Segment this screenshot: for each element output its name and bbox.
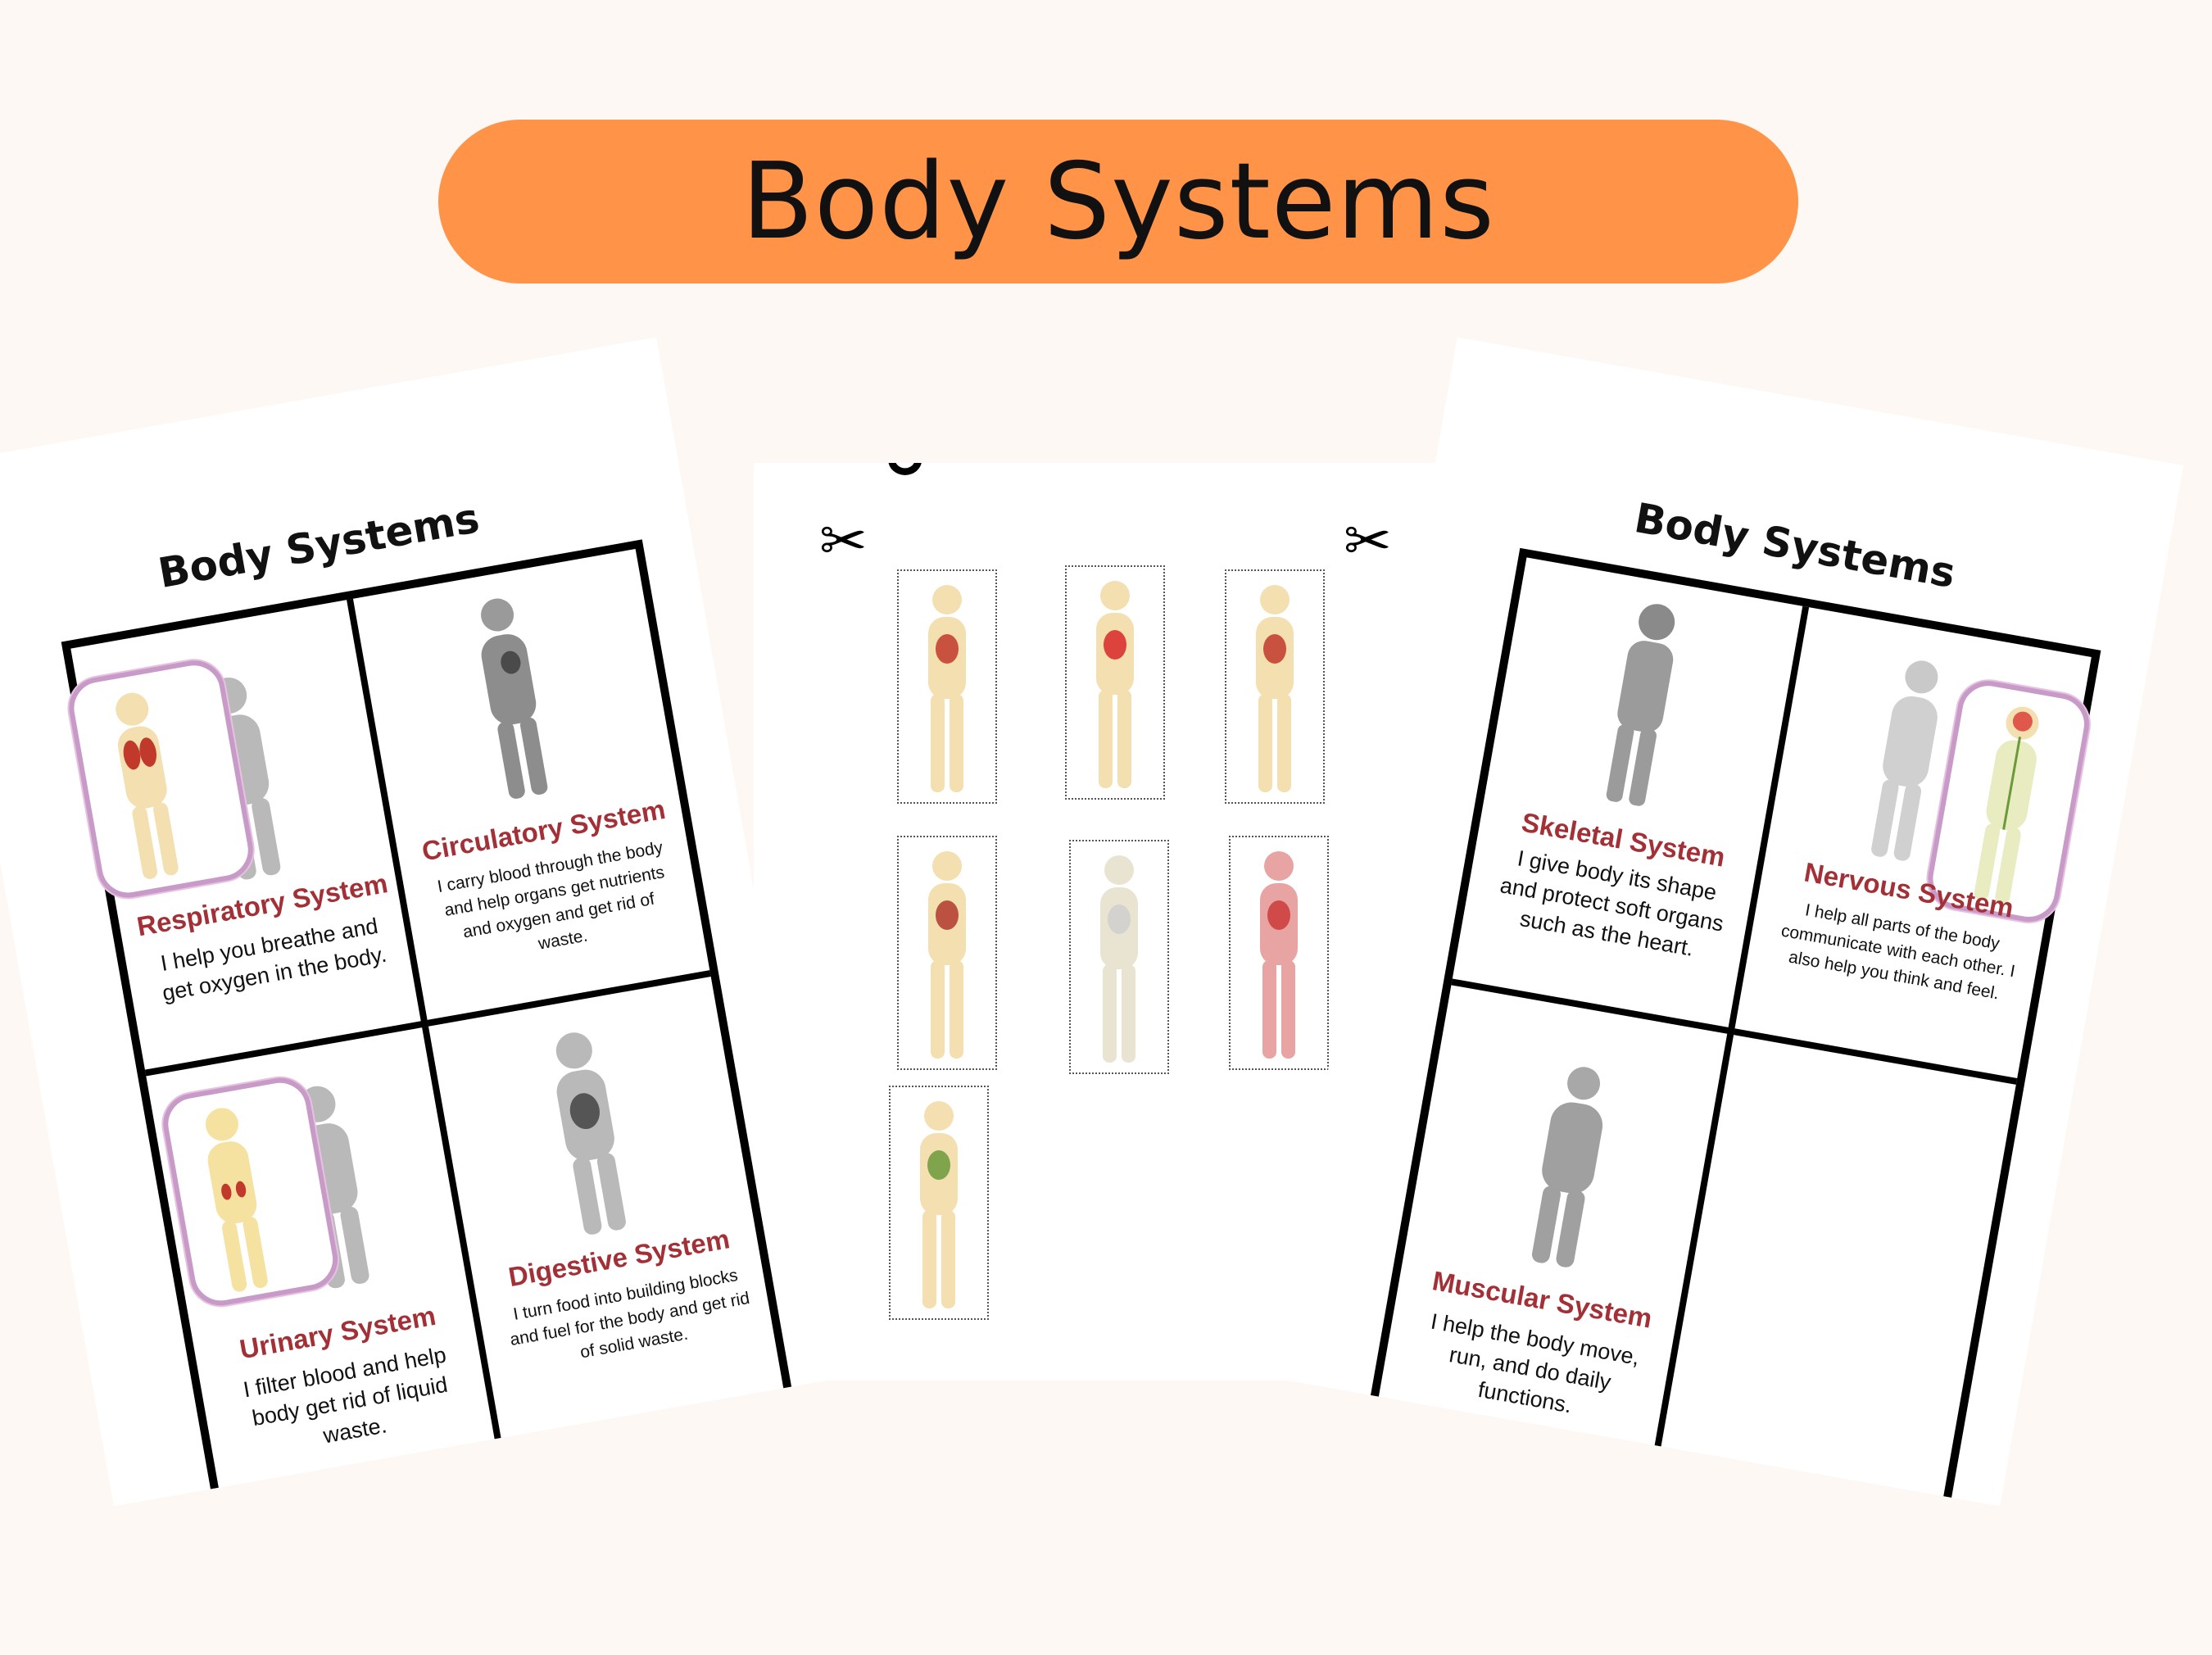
scissors-icon: ✂ xyxy=(1344,509,1392,573)
muscular-figure-icon xyxy=(1260,851,1298,1059)
urinary-body-icon xyxy=(205,1108,268,1292)
respiratory-cutout-card[interactable] xyxy=(897,569,997,804)
digestive-cutout-card[interactable] xyxy=(897,836,997,1070)
large-scissors-icon: ✂ xyxy=(881,463,1031,528)
gray-body-icon xyxy=(1871,660,1938,861)
circulatory-figure-icon xyxy=(1096,581,1134,788)
digestive-figure-icon xyxy=(928,851,966,1059)
skeletal-body-icon xyxy=(1606,604,1675,806)
urinary-highlight-card xyxy=(158,1072,343,1311)
circulatory-body-icon xyxy=(481,598,548,799)
cell-urinary: Urinary System I filter blood and help b… xyxy=(146,1026,505,1504)
cell-skeletal: Skeletal System I give body its shape an… xyxy=(1451,557,1810,1036)
cell-digestive: Digestive System I turn food into buildi… xyxy=(428,977,786,1454)
nervous-cutout-card[interactable] xyxy=(889,1086,989,1320)
right-card-grid: Skeletal System I give body its shape an… xyxy=(1366,547,2101,1507)
skeletal-cutout-card[interactable] xyxy=(1069,840,1169,1074)
cell-respiratory: Respiratory System I help you breathe an… xyxy=(64,598,428,1077)
skeletal-figure-icon xyxy=(1100,855,1138,1063)
respiratory-body-icon xyxy=(116,692,179,879)
cell-circulatory: Circulatory System I carry blood through… xyxy=(352,549,711,1027)
cell-muscular: Muscular System I help the body move, ru… xyxy=(1376,985,1734,1463)
nervous-figure-icon xyxy=(920,1101,958,1308)
muscular-cutout-card[interactable] xyxy=(1229,836,1329,1070)
nervous-body-icon xyxy=(1974,706,2039,905)
right-worksheet: Body Systems Skeletal System I give body… xyxy=(1273,337,2184,1507)
scissors-icon: ✂ xyxy=(819,509,868,573)
circulatory-cutout-card[interactable] xyxy=(1065,565,1165,800)
urinary-figure-icon xyxy=(1256,585,1294,792)
digestive-body-icon xyxy=(555,1032,626,1235)
left-card-grid: Respiratory System I help you breathe an… xyxy=(61,539,796,1507)
nervous-highlight-card xyxy=(1923,676,2094,927)
title-banner: Body Systems xyxy=(438,120,1798,283)
left-worksheet: Body Systems Respiratory System I help y… xyxy=(0,337,841,1507)
muscular-body-icon xyxy=(1531,1067,1603,1267)
urinary-cutout-card[interactable] xyxy=(1225,569,1325,804)
respiratory-highlight-card xyxy=(64,655,258,903)
banner-title: Body Systems xyxy=(741,140,1495,263)
cell-nervous: Nervous System I help all parts of the b… xyxy=(1734,607,2094,1085)
respiratory-figure-icon xyxy=(928,585,966,792)
